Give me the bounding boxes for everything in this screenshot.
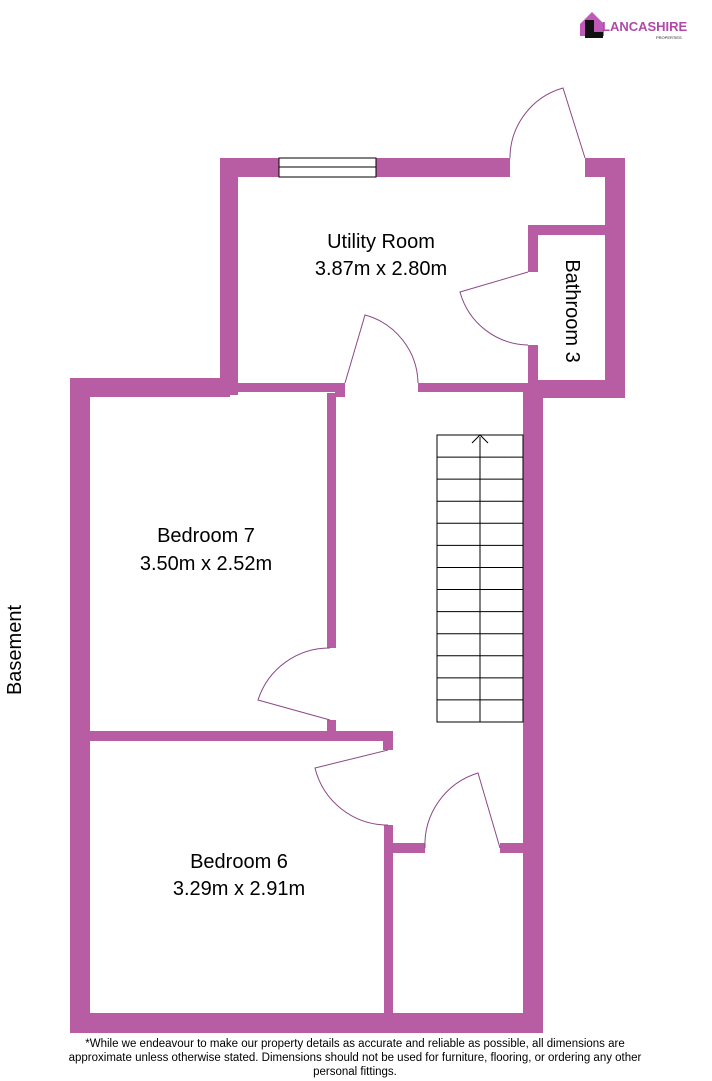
window [278,157,377,178]
walls [70,158,625,1033]
room-size: 3.29m x 2.91m [173,878,305,900]
disclaimer: *While we endeavour to make our property… [68,1038,642,1078]
door-utility [344,314,419,384]
logo-subtext: PROPERTIES [656,35,682,40]
door-bedroom-6 [314,749,389,826]
room-name: Bedroom 7 [157,525,255,547]
room-name: Bedroom 6 [190,851,288,873]
door-bedroom-7 [257,647,331,721]
room-labels: Utility Room 3.87m x 2.80m Bathroom 3 Be… [4,231,583,900]
stairs [436,434,524,723]
door-exterior [509,87,586,159]
room-size: 3.50m x 2.52m [140,553,272,575]
logo-text: LANCASHIRE [602,19,688,34]
room-name: Bathroom 3 [561,259,583,362]
floor-label: Basement [4,605,26,695]
doors [257,87,586,849]
room-size: 3.87m x 2.80m [315,258,447,280]
door-bathroom [459,271,529,346]
house-icon [580,12,604,38]
door-cupboard [424,772,501,849]
room-name: Utility Room [327,231,435,253]
company-logo: LANCASHIRE PROPERTIES [578,6,708,42]
